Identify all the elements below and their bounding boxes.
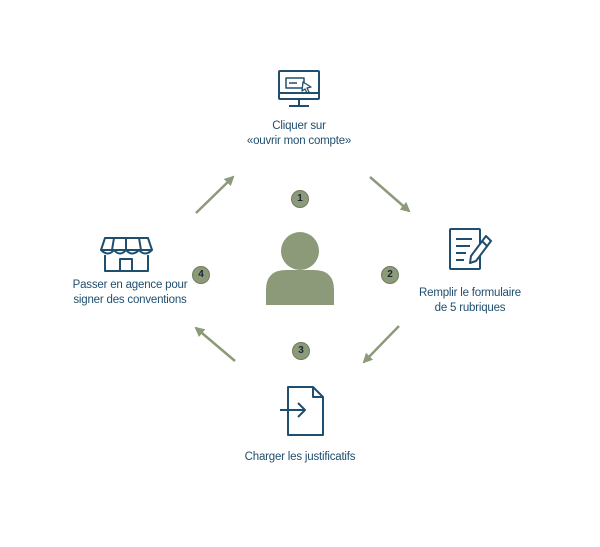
- arrow-step4-to-step1: [195, 175, 235, 214]
- step-2-line-1: Remplir le formulaire: [419, 287, 521, 299]
- step-3-line-1: Charger les justificatifs: [244, 451, 356, 463]
- file-upload-icon: [280, 386, 324, 436]
- step-4-line-1: Passer en agence pour: [72, 279, 188, 291]
- user-avatar-icon: [266, 232, 334, 305]
- step-1-line-1: Cliquer sur: [272, 120, 326, 132]
- step-3-label: Charger les justificatifs: [215, 450, 385, 465]
- step-4-label: Passer en agence pour signer des convent…: [55, 278, 205, 308]
- form-pencil-icon: [449, 228, 492, 270]
- step-4-badge: 4: [192, 266, 210, 284]
- step-1-label: Cliquer sur «ouvrir mon compte»: [219, 119, 379, 149]
- step-3-badge: 3: [292, 342, 310, 360]
- step-2-line-2: de 5 rubriques: [434, 302, 506, 314]
- computer-screen-icon: [278, 70, 320, 107]
- storefront-icon: [100, 237, 153, 272]
- step-1-line-2: «ouvrir mon compte»: [246, 135, 352, 147]
- arrow-step2-to-step3: [362, 325, 400, 364]
- step-2-label: Remplir le formulaire de 5 rubriques: [395, 286, 545, 316]
- step-4-line-2: signer des conventions: [73, 294, 187, 306]
- step-1-badge: 1: [291, 190, 309, 208]
- step-2-badge: 2: [381, 266, 399, 284]
- arrow-step1-to-step2: [369, 176, 411, 213]
- arrow-step3-to-step4: [194, 326, 236, 362]
